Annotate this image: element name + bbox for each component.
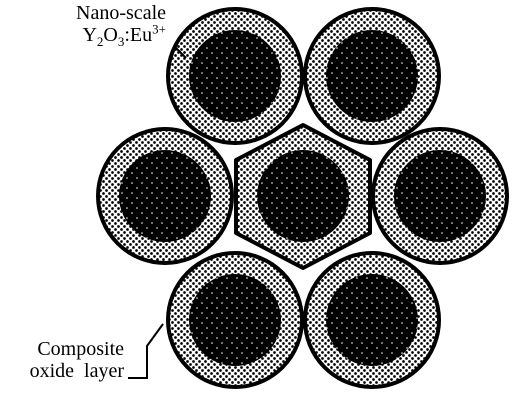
particle-top-right xyxy=(303,7,441,145)
formula-sub-2: 2 xyxy=(96,34,104,49)
formula-sub-3: 3 xyxy=(117,34,125,49)
particle-center xyxy=(234,123,372,270)
phosphor-core xyxy=(189,30,281,122)
formula-sup-3plus: 3+ xyxy=(152,21,166,37)
phosphor-core xyxy=(257,150,349,242)
formula-y: Y xyxy=(82,24,97,46)
label-nano-scale-phosphor: Nano-scale Y2O3:Eu3+ xyxy=(0,2,166,49)
particle-bottom-right xyxy=(303,251,441,389)
label-nano-scale-line1: Nano-scale xyxy=(76,2,166,24)
particle-middle-right xyxy=(371,127,509,265)
phosphor-core xyxy=(394,150,486,242)
phosphor-core xyxy=(189,274,281,366)
label-composite-oxide-layer: Composite oxide layer xyxy=(0,338,124,382)
phosphor-core xyxy=(119,150,211,242)
formula-eu: :Eu xyxy=(124,24,153,46)
formula-o: O xyxy=(103,24,118,46)
particle-bottom-left xyxy=(166,251,304,389)
leader-line-nano-scale xyxy=(175,47,187,59)
phosphor-core xyxy=(326,274,418,366)
phosphor-core xyxy=(326,30,418,122)
label-composite-line1: Composite xyxy=(37,338,124,360)
leader-line-composite-oxide xyxy=(128,323,164,379)
label-formula: Y2O3:Eu3+ xyxy=(0,21,166,49)
particle-middle-left xyxy=(96,127,234,265)
label-composite-line2: oxide layer xyxy=(29,360,124,382)
particle-top-left xyxy=(166,7,304,145)
